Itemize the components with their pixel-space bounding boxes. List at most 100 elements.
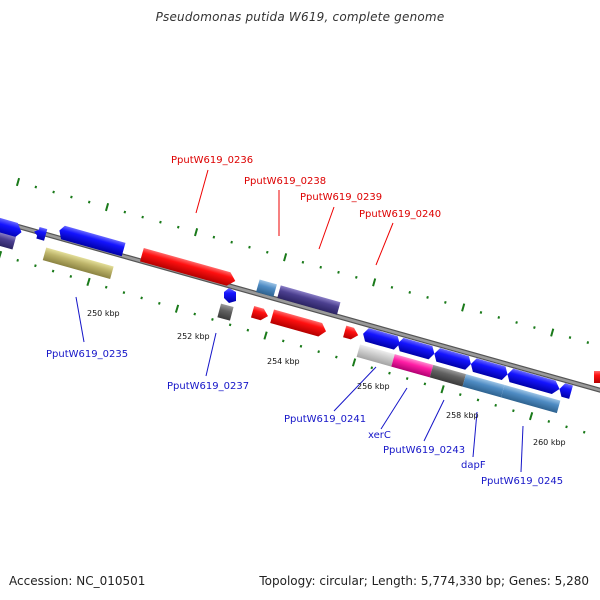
outer-tick <box>337 270 340 274</box>
outer-tick <box>568 336 572 339</box>
label-PputW619_0237: PputW619_0237 <box>167 381 249 392</box>
outer-tick <box>319 265 322 269</box>
accession-text: Accession: NC_010501 <box>9 574 146 588</box>
inner-tick <box>211 318 214 321</box>
kbp-label-258: 258 kbp <box>446 411 479 420</box>
outer-tick <box>372 278 377 287</box>
inner-tick <box>16 258 20 262</box>
inner-tick <box>351 358 357 367</box>
inner-tick <box>512 409 515 413</box>
outer-tick <box>550 328 555 337</box>
outer-tick <box>87 200 91 204</box>
outer-tick <box>248 245 251 249</box>
label-PputW619_0235: PputW619_0235 <box>46 349 128 360</box>
gene-xerC[interactable] <box>391 354 434 378</box>
outer-tick-track <box>15 177 590 344</box>
outer-tick <box>15 177 21 187</box>
gene-forward-left-1[interactable] <box>0 212 24 240</box>
gene-PputW619_0237[interactable] <box>217 288 236 321</box>
inner-tick <box>51 269 55 273</box>
inner-tick <box>158 301 161 305</box>
inner-tick <box>494 403 498 407</box>
outer-tick <box>194 228 199 237</box>
inner-tick <box>104 285 108 289</box>
gene-PputW619_0236[interactable] <box>140 247 237 288</box>
inner-tick <box>528 411 534 421</box>
outer-tick <box>104 202 110 212</box>
outer-tick <box>266 250 269 254</box>
label-PputW619_0240: PputW619_0240 <box>359 209 441 220</box>
gene-PputW619_0243[interactable] <box>429 364 467 387</box>
gene-PputW619_0238[interactable] <box>256 279 277 297</box>
kbp-label-250: 250 kbp <box>87 309 120 318</box>
outer-tick <box>533 326 536 329</box>
outer-tick <box>479 311 483 314</box>
inner-tick <box>370 366 374 370</box>
inner-tick <box>0 250 3 259</box>
label-PputW619_0243: PputW619_0243 <box>383 445 465 456</box>
inner-tick <box>122 291 126 295</box>
inner-tick <box>388 371 391 375</box>
gene-PputW619_0239[interactable] <box>277 285 341 315</box>
outer-tick <box>283 253 288 262</box>
outer-tick <box>212 235 216 239</box>
outer-tick <box>159 220 162 224</box>
outer-tick <box>390 285 394 289</box>
inner-tick <box>317 350 320 354</box>
outer-tick <box>141 215 144 219</box>
inner-tick <box>281 339 285 343</box>
label-PputW619_0238: PputW619_0238 <box>244 176 326 187</box>
outer-tick <box>408 290 412 294</box>
label-xerC: xerC <box>368 430 391 441</box>
inner-tick <box>140 296 143 300</box>
label-dapF: dapF <box>461 460 486 471</box>
gene-dapF[interactable] <box>462 374 505 398</box>
gene-forward-left-3[interactable] <box>57 225 126 257</box>
inner-tick <box>193 312 197 316</box>
outer-tick <box>497 316 501 319</box>
kbp-label-254: 254 kbp <box>267 357 300 366</box>
inner-tick <box>246 328 250 332</box>
gene-forward-left-2[interactable] <box>32 226 48 241</box>
gene-PputW619_0240-forward-small[interactable] <box>250 305 270 322</box>
outer-tick <box>123 210 127 214</box>
outer-tick <box>52 190 55 194</box>
kbp-label-252: 252 kbp <box>177 332 210 341</box>
outer-tick <box>34 185 38 189</box>
label-PputW619_0239: PputW619_0239 <box>300 192 382 203</box>
inner-tick <box>69 275 73 278</box>
label-PputW619_0241: PputW619_0241 <box>284 414 366 425</box>
inner-tick-track <box>0 250 586 434</box>
inner-tick <box>405 377 409 380</box>
gene-PputW619_0245[interactable] <box>501 384 561 414</box>
label-PputW619_0245: PputW619_0245 <box>481 476 563 487</box>
inner-tick <box>458 393 462 397</box>
inner-tick <box>299 344 303 348</box>
inner-tick <box>582 430 586 434</box>
inner-tick <box>423 382 427 386</box>
outer-tick <box>176 225 180 229</box>
outer-tick <box>461 303 466 312</box>
outer-tick <box>515 321 518 324</box>
gene-blue-cluster-1[interactable] <box>361 327 573 399</box>
map-title: Pseudomonas putida W619, complete genome <box>155 10 445 24</box>
outer-tick <box>355 275 358 279</box>
inner-tick <box>476 398 480 402</box>
gene-PputW619_0240[interactable] <box>343 325 360 341</box>
gene-reverse-left-1[interactable] <box>0 226 17 250</box>
leader-lines <box>75 169 524 473</box>
gene-red-right-edge[interactable] <box>594 371 600 383</box>
kbp-label-260: 260 kbp <box>533 438 566 447</box>
kbp-label-256: 256 kbp <box>357 382 390 391</box>
gene-PputW619_0241[interactable] <box>356 344 395 367</box>
inner-tick <box>34 264 37 268</box>
gene-red-long[interactable] <box>270 309 328 338</box>
inner-tick <box>263 331 268 340</box>
outer-tick <box>70 195 73 199</box>
gene-PputW619_0235[interactable] <box>42 247 114 280</box>
inner-tick <box>565 425 568 429</box>
outer-tick <box>230 240 233 244</box>
outer-tick <box>444 300 447 304</box>
label-PputW619_0236: PputW619_0236 <box>171 155 253 166</box>
genome-summary-text: Topology: circular; Length: 5,774,330 bp… <box>259 574 589 588</box>
